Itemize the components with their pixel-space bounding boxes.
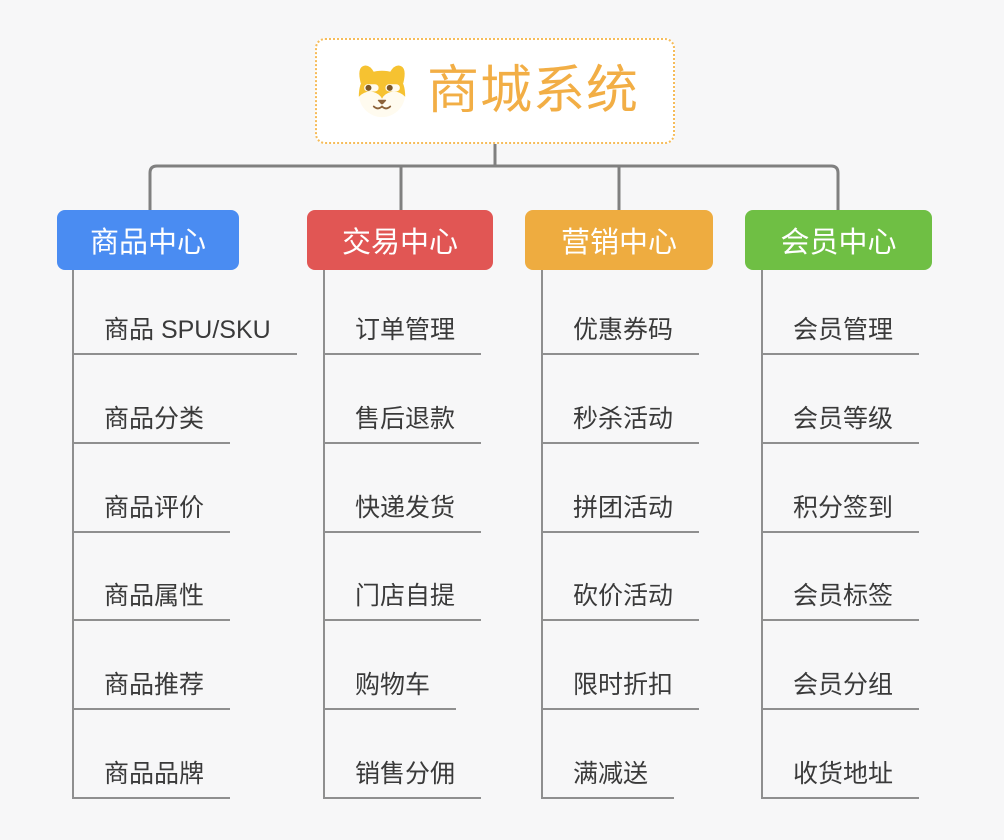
leaf-topic[interactable]: 砍价活动 [541, 575, 700, 621]
leaf-topic[interactable]: 售后退款 [323, 398, 482, 444]
leaf-topic[interactable]: 商品 SPU/SKU [72, 309, 297, 355]
branch-topic-1[interactable]: 交易中心 [307, 210, 493, 270]
leaf-topic[interactable]: 销售分佣 [323, 753, 482, 799]
leaf-topic[interactable]: 收货地址 [761, 753, 920, 799]
doge-icon [358, 65, 406, 118]
leaf-topic[interactable]: 会员标签 [761, 575, 920, 621]
leaf-topic[interactable]: 商品分类 [72, 398, 231, 444]
branch-topic-2[interactable]: 营销中心 [525, 210, 713, 270]
leaf-topic[interactable]: 满减送 [541, 753, 675, 799]
leaf-topic[interactable]: 秒杀活动 [541, 398, 700, 444]
leaf-topic[interactable]: 会员等级 [761, 398, 920, 444]
leaf-topic[interactable]: 优惠券码 [541, 309, 700, 355]
branch-column-line [323, 270, 325, 799]
branch-column-line [761, 270, 763, 799]
leaf-topic[interactable]: 商品评价 [72, 487, 231, 533]
leaf-topic[interactable]: 拼团活动 [541, 487, 700, 533]
leaf-topic[interactable]: 快递发货 [323, 487, 482, 533]
leaf-topic[interactable]: 积分签到 [761, 487, 920, 533]
leaf-topic[interactable]: 会员管理 [761, 309, 920, 355]
branch-topic-0[interactable]: 商品中心 [57, 210, 239, 270]
root-topic-title: 商城系统 [426, 62, 639, 120]
leaf-topic[interactable]: 商品属性 [72, 575, 231, 621]
leaf-topic[interactable]: 商品品牌 [72, 753, 231, 799]
leaf-topic[interactable]: 会员分组 [761, 664, 920, 710]
leaf-topic[interactable]: 门店自提 [323, 575, 482, 621]
branch-column-line [72, 270, 74, 799]
branch-topic-3[interactable]: 会员中心 [745, 210, 932, 270]
root-topic[interactable]: 商城系统 [315, 38, 675, 144]
leaf-topic[interactable]: 商品推荐 [72, 664, 231, 710]
leaf-topic[interactable]: 订单管理 [323, 309, 482, 355]
branch-column-line [541, 270, 543, 799]
leaf-topic[interactable]: 限时折扣 [541, 664, 700, 710]
leaf-topic[interactable]: 购物车 [323, 664, 457, 710]
